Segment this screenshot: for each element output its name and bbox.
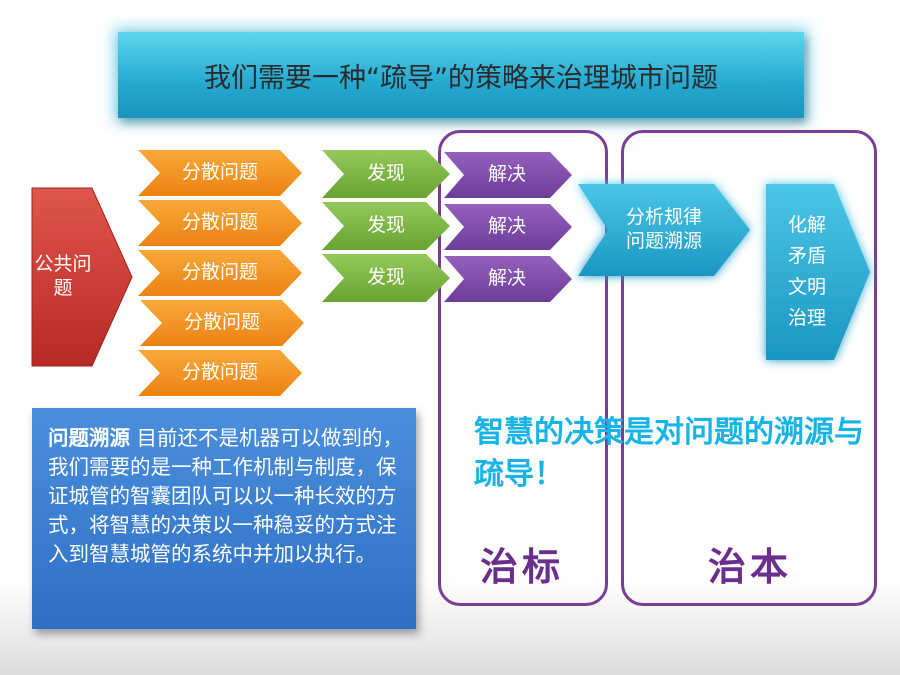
highlight-statement: 智慧的决策是对问题的溯源与疏导！ bbox=[474, 415, 864, 492]
solve-chevron-3 bbox=[444, 256, 572, 302]
frame-treat-root bbox=[621, 130, 877, 606]
scattered-label-5: 分散问题 bbox=[181, 361, 258, 384]
traceability-note: 问题溯源 目前还不是机器可以做到的，我们需要的是一种工作机制与制度，保证城管的智… bbox=[32, 408, 416, 629]
discover-label-2: 发现 bbox=[366, 214, 405, 237]
scattered-chevron-3 bbox=[138, 250, 302, 296]
scattered-chevron-5 bbox=[138, 350, 302, 396]
treat-symptoms-label: 治标 bbox=[480, 545, 565, 589]
solve-chevron-1 bbox=[444, 152, 572, 198]
scattered-label-3: 分散问题 bbox=[181, 261, 258, 284]
solve-label-3: 解决 bbox=[487, 267, 526, 290]
treat-root-label: 治本 bbox=[708, 545, 793, 589]
govern-root-text: 化解矛盾文明治理 bbox=[787, 214, 826, 329]
discover-chevron-1 bbox=[322, 150, 450, 198]
govern-root-label: 化解矛盾文明治理 bbox=[772, 184, 842, 360]
analyze-chevron bbox=[578, 184, 750, 276]
discover-label-3: 发现 bbox=[366, 266, 405, 289]
scattered-label-4: 分散问题 bbox=[183, 311, 260, 334]
public-problem-arrow bbox=[31, 187, 133, 367]
discover-chevron-3 bbox=[322, 254, 450, 302]
scattered-label-2: 分散问题 bbox=[181, 211, 258, 234]
analyze-label: 分析规律问题溯源 bbox=[608, 184, 720, 276]
scattered-chevron-1 bbox=[138, 150, 302, 196]
note-heading: 问题溯源 bbox=[48, 426, 130, 450]
public-problem-label: 公共问题 bbox=[34, 253, 92, 299]
frame-treat-symptoms bbox=[438, 130, 608, 606]
analyze-text: 分析规律问题溯源 bbox=[625, 206, 702, 252]
discover-label-1: 发现 bbox=[366, 162, 405, 185]
title-banner: 我们需要一种“疏导”的策略来治理城市问题 bbox=[118, 32, 804, 118]
solve-label-2: 解决 bbox=[487, 215, 526, 238]
scattered-chevron-2 bbox=[138, 200, 302, 246]
title-text: 我们需要一种“疏导”的策略来治理城市问题 bbox=[204, 62, 718, 94]
govern-root-arrow bbox=[766, 184, 870, 360]
note-body: 目前还不是机器可以做到的，我们需要的是一种工作机制与制度，保证城管的智囊团队可以… bbox=[48, 426, 404, 566]
scattered-chevron-4 bbox=[140, 300, 304, 346]
solve-label-1: 解决 bbox=[487, 163, 526, 186]
discover-chevron-2 bbox=[322, 202, 450, 250]
solve-chevron-2 bbox=[444, 204, 572, 250]
scattered-label-1: 分散问题 bbox=[181, 161, 258, 184]
